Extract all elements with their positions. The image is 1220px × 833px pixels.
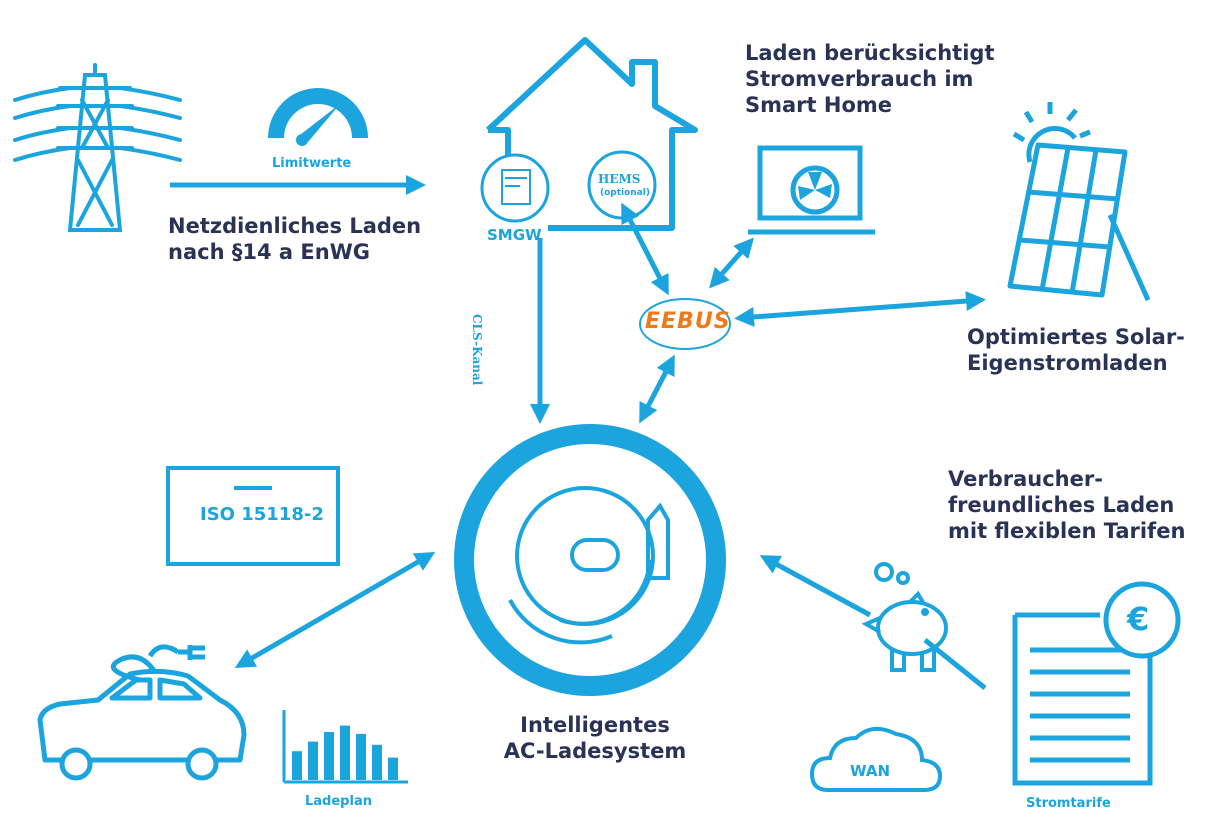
heat-pump-icon [748,145,875,235]
central-label: Intelligentes AC-Ladesystem [503,713,687,763]
tariff-document-icon [1012,612,1153,786]
power-pylon-icon [13,63,182,232]
hems-eebus-arrow [621,202,669,296]
ladeplan-bar [356,733,366,780]
ladeplan-bar [388,757,398,780]
grid-charging-label: Netzdienliches Laden nach §14 a EnWG [168,214,422,264]
charging-station-icon [454,424,726,696]
ladeplan-label: Ladeplan [305,794,372,809]
euro-symbol: € [1127,600,1150,638]
gauge-icon [268,88,368,146]
tariff-charger-arrow [759,555,872,618]
eebus-charger-arrow [639,354,675,424]
ladeplan-chart [282,710,408,784]
solar-panel-icon [1007,102,1151,302]
eebus-logo-ring [639,298,731,350]
smart-home-label: Laden berücksichtigt Stromverbrauch im S… [745,41,995,117]
smgw-label: SMGW [487,226,542,244]
piggy-bank-icon [861,562,948,672]
fan-icon [798,172,832,200]
consumer-label: Verbraucher- freundliches Laden mit flex… [948,467,1186,543]
car-charger-arrow [234,551,436,669]
hems-label: HEMS [598,172,641,186]
cloud-icon [809,726,943,792]
ladeplan-bar [292,751,302,780]
heatpump-eebus-arrow [709,237,754,289]
iso-label: ISO 15118-2 [200,504,324,525]
electric-car-icon [37,644,247,781]
house-icon [485,37,698,231]
solar-label: Optimiertes Solar- Eigenstromladen [967,325,1185,375]
eebus-logo: EEBUS [645,309,731,334]
ladeplan-bar [308,741,318,780]
smart-meter-gateway-icon [480,153,550,223]
euro-icon [1103,581,1181,659]
limitwerte-label: Limitwerte [272,156,352,171]
cls-kanal-label: CLS-Kanal [470,314,484,386]
stromtarife-label: Stromtarife [1026,796,1111,811]
solar-eebus-arrow [734,291,986,327]
hems-optional-label: (optional) [600,188,650,198]
wan-label: WAN [850,762,891,780]
ladeplan-bar [340,725,350,780]
ladeplan-bar [324,732,334,780]
ladeplan-bar [372,744,382,780]
